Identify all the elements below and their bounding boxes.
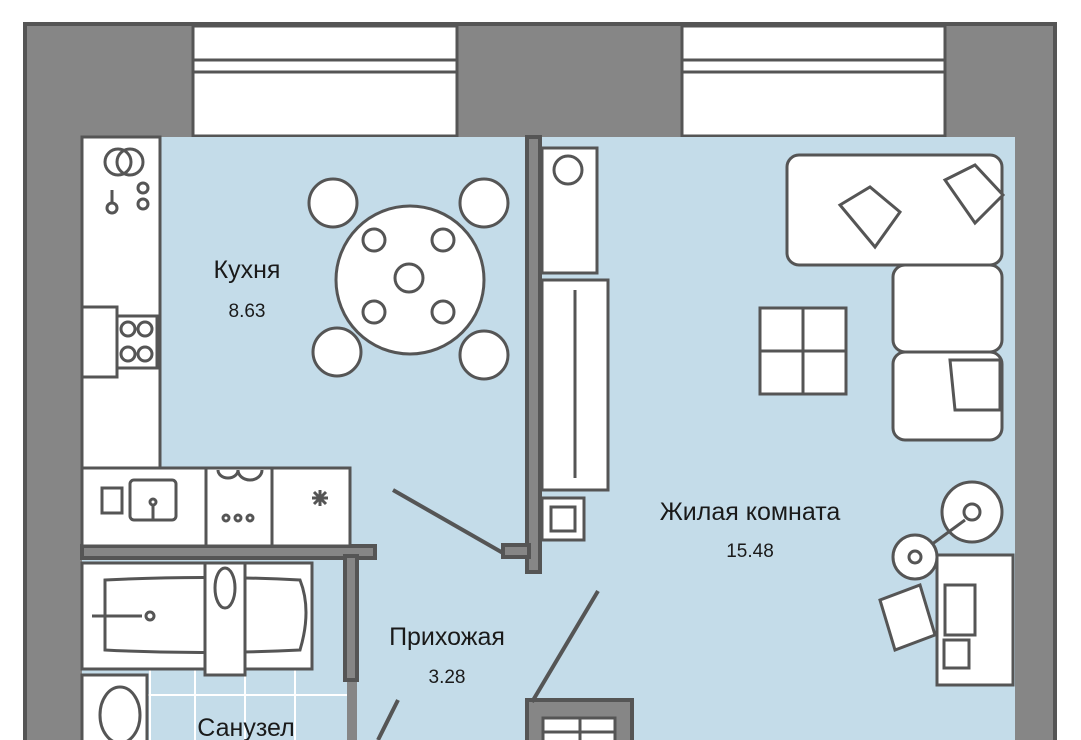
bathroom-door [376, 699, 400, 740]
hallway-floor [357, 557, 542, 740]
partition-wall-kitchen-living [525, 135, 542, 574]
room-label-bathroom: Санузел [197, 714, 294, 740]
fridge-icon [312, 490, 328, 506]
room-label-hallway: Прихожая [389, 623, 505, 651]
window-kitchen [191, 24, 459, 138]
room-label-kitchen: Кухня [214, 256, 281, 284]
floor-lamp [891, 480, 1004, 581]
dishwasher-icon [204, 468, 274, 546]
sink-icon [100, 478, 178, 522]
cooktop-icon [80, 305, 159, 379]
sofa [785, 153, 1006, 442]
kitchen-door [392, 488, 504, 555]
window-living-room [680, 24, 947, 138]
room-label-living: Жилая комната [660, 498, 841, 526]
door-jamb [501, 543, 531, 559]
desk [878, 553, 1015, 687]
living-room-door [530, 589, 600, 704]
partition-wall-bath-hall [343, 554, 359, 682]
room-area-kitchen: 8.63 [229, 301, 266, 322]
boiler-icon [103, 147, 150, 215]
coffee-table [758, 306, 848, 396]
dining-table [307, 177, 510, 381]
bathtub [80, 561, 314, 677]
partition-wall-kitchen-bath [80, 544, 377, 560]
room-area-living: 15.48 [726, 541, 774, 562]
wardrobe [540, 146, 610, 542]
room-area-hallway: 3.28 [429, 667, 466, 688]
kitchen-counter-bottom [80, 466, 352, 548]
washbasin [80, 673, 149, 740]
hall-closet [541, 716, 617, 740]
